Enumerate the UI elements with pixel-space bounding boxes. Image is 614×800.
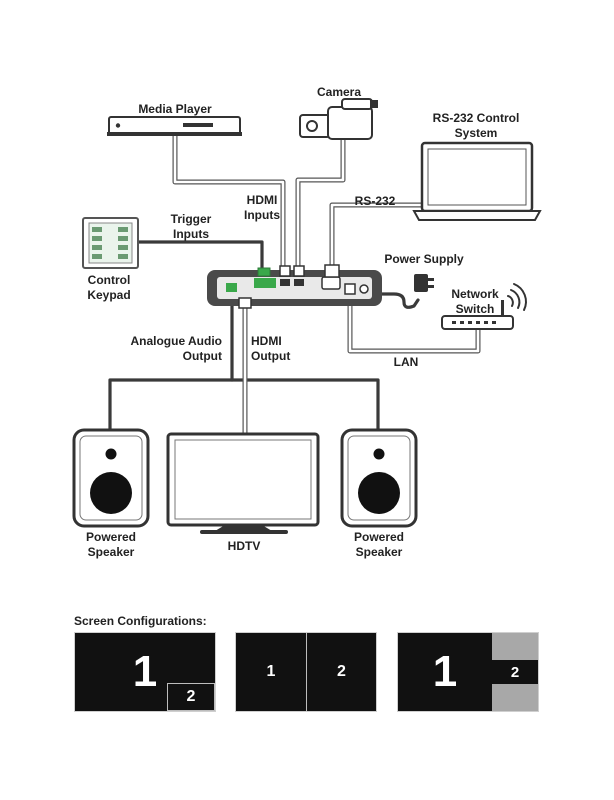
cables	[108, 132, 481, 437]
powered-speaker-right-label: Powered	[354, 530, 404, 544]
media-player-label: Media Player	[138, 102, 212, 116]
pip-inset-number: 2	[186, 688, 196, 705]
sbs-right-number: 2	[337, 663, 346, 680]
power-cable	[370, 292, 420, 309]
powered-speaker-right-label-line2: Speaker	[356, 545, 403, 559]
strip-main-number: 1	[432, 647, 458, 696]
sbs-divider	[306, 633, 307, 711]
rs232-label: RS-232	[355, 194, 396, 208]
hdtv-label: HDTV	[228, 539, 261, 553]
powered-speaker-left-icon	[72, 428, 150, 528]
powered-speaker-left-label-line2: Speaker	[88, 545, 135, 559]
power-supply-icon	[414, 274, 434, 292]
audio-cable-left	[108, 304, 234, 434]
trigger-inputs-label: Trigger	[171, 212, 212, 226]
audio-cable-right	[230, 378, 380, 434]
screen-config-pip: 1 2	[74, 632, 216, 712]
power-port	[359, 284, 369, 294]
strip-side-window: 2	[492, 660, 538, 684]
laptop-icon	[412, 141, 542, 221]
strip-side-bottom-gray	[492, 684, 538, 711]
hdmi-input-port-1	[280, 279, 290, 286]
trigger-inputs-label-line2: Inputs	[173, 227, 209, 241]
pip-main-number: 1	[132, 647, 158, 696]
trigger-terminal-connector	[254, 278, 276, 288]
analogue-audio-label: Analogue Audio	[130, 334, 222, 348]
hdmi-output-label-line2: Output	[251, 349, 290, 363]
hdmi-inputs-label: HDMI	[247, 193, 278, 207]
network-switch-icon	[441, 283, 527, 330]
av-connection-diagram: Media Player Camera RS-232 Control Syste…	[72, 85, 542, 559]
lan-port	[344, 283, 356, 295]
network-switch-label: Network	[451, 287, 499, 301]
control-keypad-icon	[82, 217, 139, 269]
strip-side-top-gray	[492, 633, 538, 660]
screen-config-side-by-side: 1 2	[235, 632, 377, 712]
control-keypad-label: Control	[88, 273, 131, 287]
rs232-port	[321, 276, 341, 290]
pip-inset-window: 2	[167, 683, 215, 711]
lan-label: LAN	[394, 355, 419, 369]
rs232-system-label-line2: System	[455, 126, 498, 140]
sbs-left-number: 1	[266, 663, 276, 680]
hdmi-inputs-label-line2: Inputs	[244, 208, 280, 222]
switcher-device	[207, 264, 382, 309]
camera-icon	[299, 98, 378, 140]
rs232-system-label: RS-232 Control	[433, 111, 520, 125]
trigger-cable	[136, 240, 264, 272]
hdtv-icon	[166, 432, 320, 534]
hdmi-input-port-2	[294, 279, 304, 286]
strip-side-number: 2	[510, 663, 520, 681]
network-switch-label-line2: Switch	[456, 302, 495, 316]
control-keypad-label-line2: Keypad	[87, 288, 130, 302]
analogue-audio-label-line2: Output	[183, 349, 222, 363]
hdmi-output-label: HDMI	[251, 334, 282, 348]
power-supply-label: Power Supply	[384, 252, 464, 266]
media-player-icon	[107, 116, 242, 136]
powered-speaker-left-label: Powered	[86, 530, 136, 544]
screen-config-main-strip: 1 2	[397, 632, 539, 712]
camera-label: Camera	[317, 85, 361, 99]
audio-terminal-connector	[226, 283, 237, 292]
powered-speaker-right-icon	[340, 428, 418, 528]
screen-configurations-title: Screen Configurations:	[74, 614, 207, 628]
